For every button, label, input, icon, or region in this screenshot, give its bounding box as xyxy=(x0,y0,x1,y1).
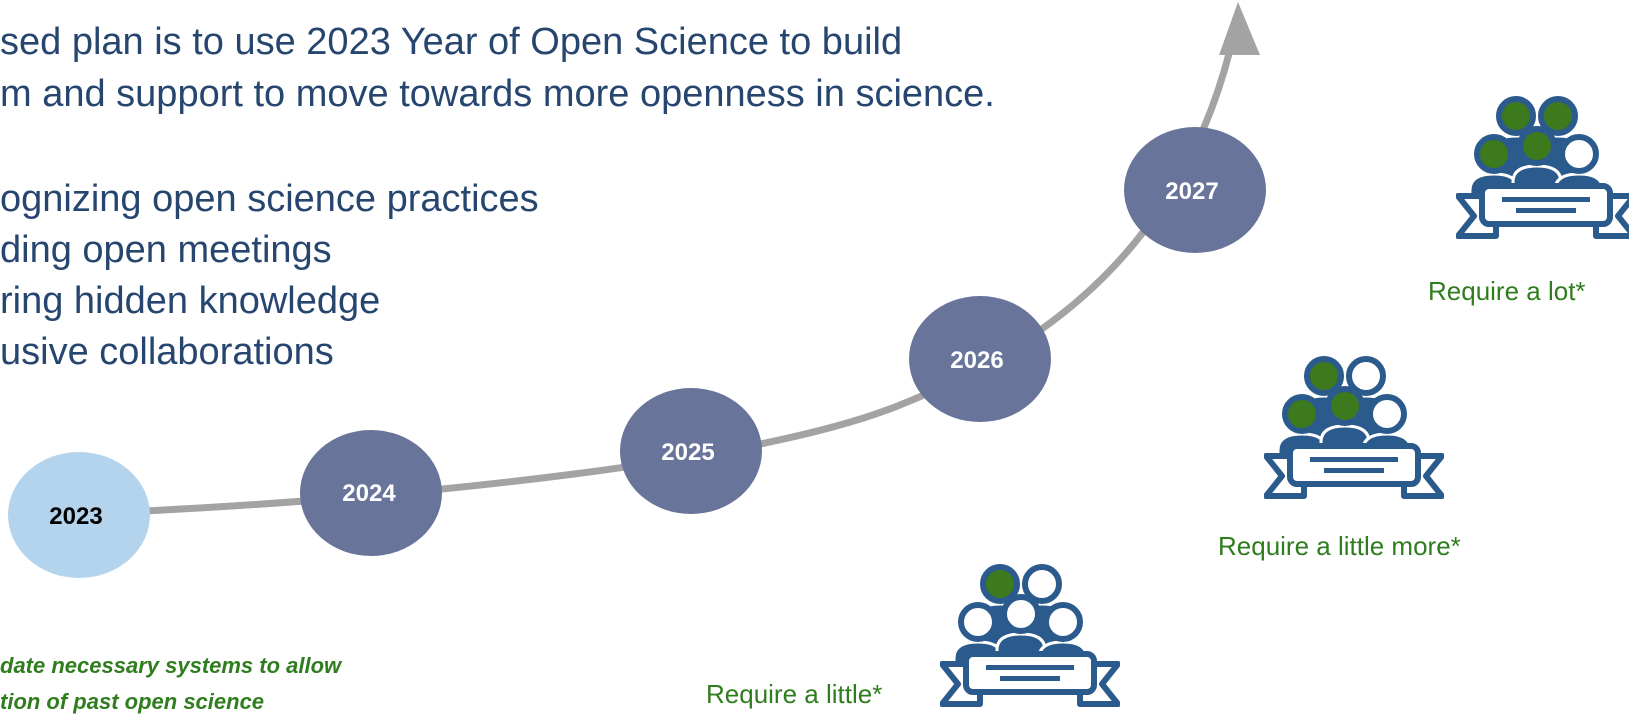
requirement-label-little: Require a little* xyxy=(706,679,883,709)
year-ellipse xyxy=(620,388,762,514)
table-banner xyxy=(1287,443,1421,487)
group-meeting-icon-lot xyxy=(1456,96,1629,239)
group-meeting-icon-little-more xyxy=(1264,356,1444,499)
year-ellipse xyxy=(909,296,1051,422)
year-label: 2023 xyxy=(49,503,102,530)
year-label: 2027 xyxy=(1165,178,1218,205)
person-head-filled xyxy=(1517,126,1557,166)
year-label: 2024 xyxy=(342,480,396,507)
year-label: 2026 xyxy=(950,347,1003,374)
footnote-line-1: date necessary systems to allow xyxy=(0,653,342,678)
year-label: 2025 xyxy=(661,439,714,466)
year-ellipse xyxy=(300,430,442,556)
year-node-2024: 2024 xyxy=(300,430,442,556)
headline-line-1: sed plan is to use 2023 Year of Open Sci… xyxy=(0,21,903,63)
banner-line xyxy=(1502,197,1590,202)
person-head-empty xyxy=(1001,594,1041,634)
bullet-item: ognizing open science practices xyxy=(0,178,539,220)
year-node-2025: 2025 xyxy=(620,388,762,514)
year-node-2026: 2026 xyxy=(909,296,1051,422)
requirement-label-lot: Require a lot* xyxy=(1428,276,1586,306)
table-banner xyxy=(1479,183,1613,227)
bullet-item: ring hidden knowledge xyxy=(0,280,381,322)
person-head-filled xyxy=(1538,96,1578,136)
requirement-label-little-more: Require a little more* xyxy=(1218,531,1461,561)
person-head-empty xyxy=(1559,134,1599,174)
person-head-empty xyxy=(1043,602,1083,642)
timeline-arrowhead xyxy=(1219,2,1260,55)
person-head-filled xyxy=(1325,386,1365,426)
person-head-filled xyxy=(1496,96,1536,136)
banner-line xyxy=(986,665,1074,670)
person-head-empty xyxy=(1022,564,1062,604)
banner-line xyxy=(1324,468,1384,473)
person-head-empty xyxy=(1346,356,1386,396)
year-node-2023: 2023 xyxy=(8,452,150,578)
banner-line xyxy=(1310,457,1398,462)
footnote: date necessary systems to allow tion of … xyxy=(0,648,341,720)
person-head-filled xyxy=(1474,134,1514,174)
bullet-item: usive collaborations xyxy=(0,331,334,373)
person-head-filled xyxy=(1304,356,1344,396)
person-head-empty xyxy=(1367,394,1407,434)
bullet-list: ognizing open science practices ding ope… xyxy=(0,174,539,378)
group-meeting-icon-little xyxy=(940,564,1120,707)
headline-line-2: m and support to move towards more openn… xyxy=(0,73,995,115)
year-ellipse xyxy=(1124,127,1266,253)
footnote-line-2: tion of past open science xyxy=(0,689,265,714)
banner-line xyxy=(1000,676,1060,681)
year-node-2027: 2027 xyxy=(1124,127,1266,253)
banner-line xyxy=(1516,208,1576,213)
year-ellipse xyxy=(8,452,150,578)
person-head-empty xyxy=(958,602,998,642)
headline: sed plan is to use 2023 Year of Open Sci… xyxy=(0,16,1120,120)
person-head-filled xyxy=(980,564,1020,604)
bullet-item: ding open meetings xyxy=(0,229,332,271)
person-head-filled xyxy=(1282,394,1322,434)
table-banner xyxy=(963,651,1097,695)
